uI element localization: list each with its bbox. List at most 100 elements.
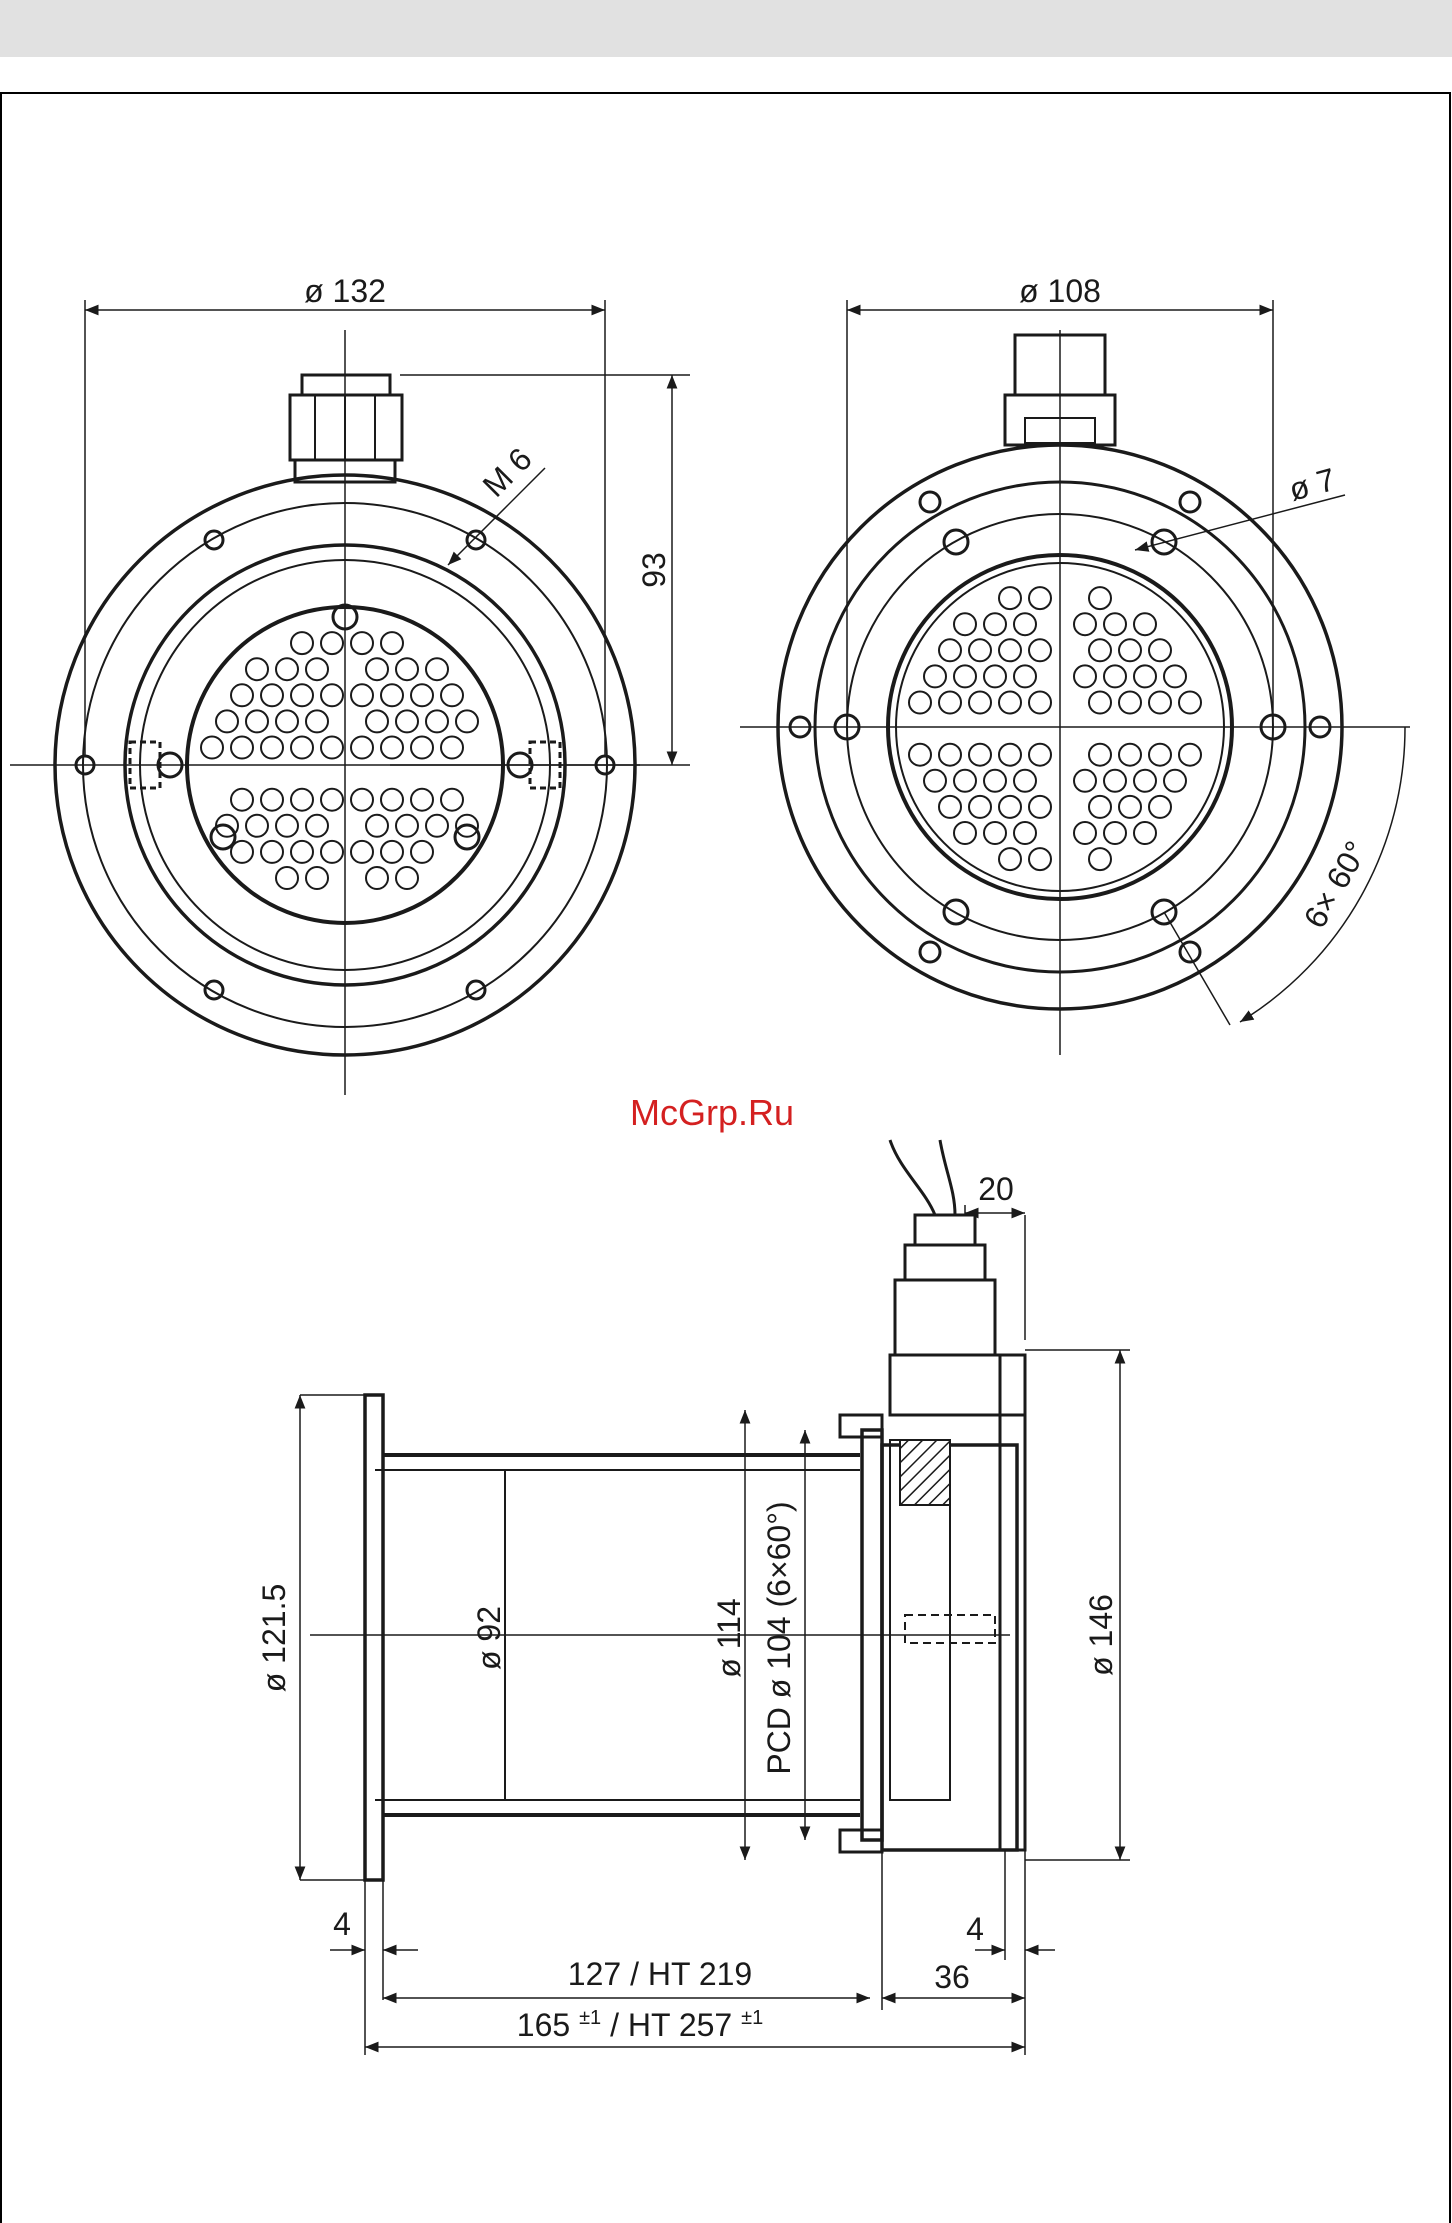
face-hole xyxy=(231,841,253,863)
face-hole xyxy=(381,684,403,706)
face-hole xyxy=(441,737,463,759)
side-dim-146-label: ø 146 xyxy=(1083,1594,1119,1676)
face-hole xyxy=(1074,822,1096,844)
rear-hole-pattern xyxy=(909,587,1201,870)
face-hole xyxy=(999,639,1021,661)
face-hole xyxy=(1149,639,1171,661)
face-hole xyxy=(1029,587,1051,609)
rear-hole-label: ø 7 xyxy=(1285,461,1339,508)
face-hole xyxy=(984,822,1006,844)
front-thread-label: M 6 xyxy=(476,441,539,504)
face-hole xyxy=(999,692,1021,714)
face-hole xyxy=(969,796,991,818)
face-hole xyxy=(291,789,313,811)
side-dim-121-label: ø 121.5 xyxy=(256,1584,292,1693)
face-hole xyxy=(306,658,328,680)
face-hole xyxy=(1164,665,1186,687)
side-dim-4-left-label: 4 xyxy=(333,1906,351,1942)
face-hole xyxy=(984,770,1006,792)
side-dim-4-right-label: 4 xyxy=(966,1911,984,1947)
face-hole xyxy=(321,684,343,706)
face-hole xyxy=(939,692,961,714)
face-hole xyxy=(909,744,931,766)
face-hole xyxy=(1029,692,1051,714)
face-hole xyxy=(1104,665,1126,687)
face-hole xyxy=(366,815,388,837)
face-hole xyxy=(381,632,403,654)
face-hole xyxy=(1104,613,1126,635)
face-hole xyxy=(261,789,283,811)
face-hole xyxy=(999,744,1021,766)
face-hole xyxy=(276,815,298,837)
face-hole xyxy=(426,710,448,732)
face-hole xyxy=(1029,639,1051,661)
face-hole xyxy=(1149,744,1171,766)
face-hole xyxy=(1089,587,1111,609)
face-hole xyxy=(366,658,388,680)
face-hole xyxy=(441,789,463,811)
face-hole xyxy=(381,841,403,863)
side-dim-127-label: 127 / HT 219 xyxy=(568,1956,752,1992)
face-hole xyxy=(999,796,1021,818)
front-view xyxy=(10,300,690,1095)
face-hole xyxy=(231,789,253,811)
face-hole xyxy=(396,815,418,837)
face-hole xyxy=(1134,770,1156,792)
face-hole xyxy=(321,632,343,654)
face-hole xyxy=(246,658,268,680)
face-hole xyxy=(291,737,313,759)
face-hole xyxy=(1119,692,1141,714)
face-hole xyxy=(1179,744,1201,766)
face-hole xyxy=(1029,848,1051,870)
face-hole xyxy=(1119,639,1141,661)
face-hole xyxy=(1029,744,1051,766)
side-connector xyxy=(895,1280,995,1355)
rear-hole-leader xyxy=(1135,495,1345,550)
face-hole xyxy=(261,841,283,863)
face-hole xyxy=(1089,744,1111,766)
face-hole xyxy=(999,848,1021,870)
face-hole xyxy=(1179,692,1201,714)
face-hole xyxy=(1089,692,1111,714)
front-connector-cap xyxy=(302,375,390,395)
side-hatched-block xyxy=(900,1440,950,1505)
face-hole xyxy=(1089,796,1111,818)
face-hole xyxy=(441,684,463,706)
face-hole xyxy=(1074,770,1096,792)
face-hole xyxy=(276,867,298,889)
face-hole xyxy=(411,841,433,863)
face-hole xyxy=(939,744,961,766)
side-dim-114-label: ø 114 xyxy=(711,1598,747,1677)
front-hole-pattern xyxy=(201,632,478,889)
face-hole xyxy=(939,796,961,818)
face-hole xyxy=(321,737,343,759)
side-view xyxy=(300,1140,1130,2055)
face-hole xyxy=(396,710,418,732)
face-hole xyxy=(1104,770,1126,792)
face-hole xyxy=(231,737,253,759)
front-dim-outer-label: ø 132 xyxy=(304,273,386,309)
face-hole xyxy=(426,815,448,837)
side-dim-pcd-label: PCD ø 104 (6×60°) xyxy=(761,1501,797,1774)
face-hole xyxy=(426,658,448,680)
face-hole xyxy=(1134,822,1156,844)
side-dim-20-label: 20 xyxy=(978,1171,1014,1207)
face-hole xyxy=(456,710,478,732)
face-hole xyxy=(1119,796,1141,818)
rear-view xyxy=(740,300,1410,1055)
face-hole xyxy=(291,841,313,863)
face-hole xyxy=(306,815,328,837)
face-hole xyxy=(1149,796,1171,818)
side-dim-165-tol-a: ±1 xyxy=(579,2007,601,2029)
face-hole xyxy=(276,658,298,680)
face-hole xyxy=(1014,770,1036,792)
face-hole xyxy=(351,841,373,863)
face-hole xyxy=(261,684,283,706)
side-dim-165-label: 165 ±1 / HT 257 ±1 xyxy=(517,1995,763,2043)
face-hole xyxy=(411,789,433,811)
face-hole xyxy=(924,770,946,792)
face-hole xyxy=(1164,770,1186,792)
face-hole xyxy=(291,684,313,706)
face-hole xyxy=(1089,848,1111,870)
